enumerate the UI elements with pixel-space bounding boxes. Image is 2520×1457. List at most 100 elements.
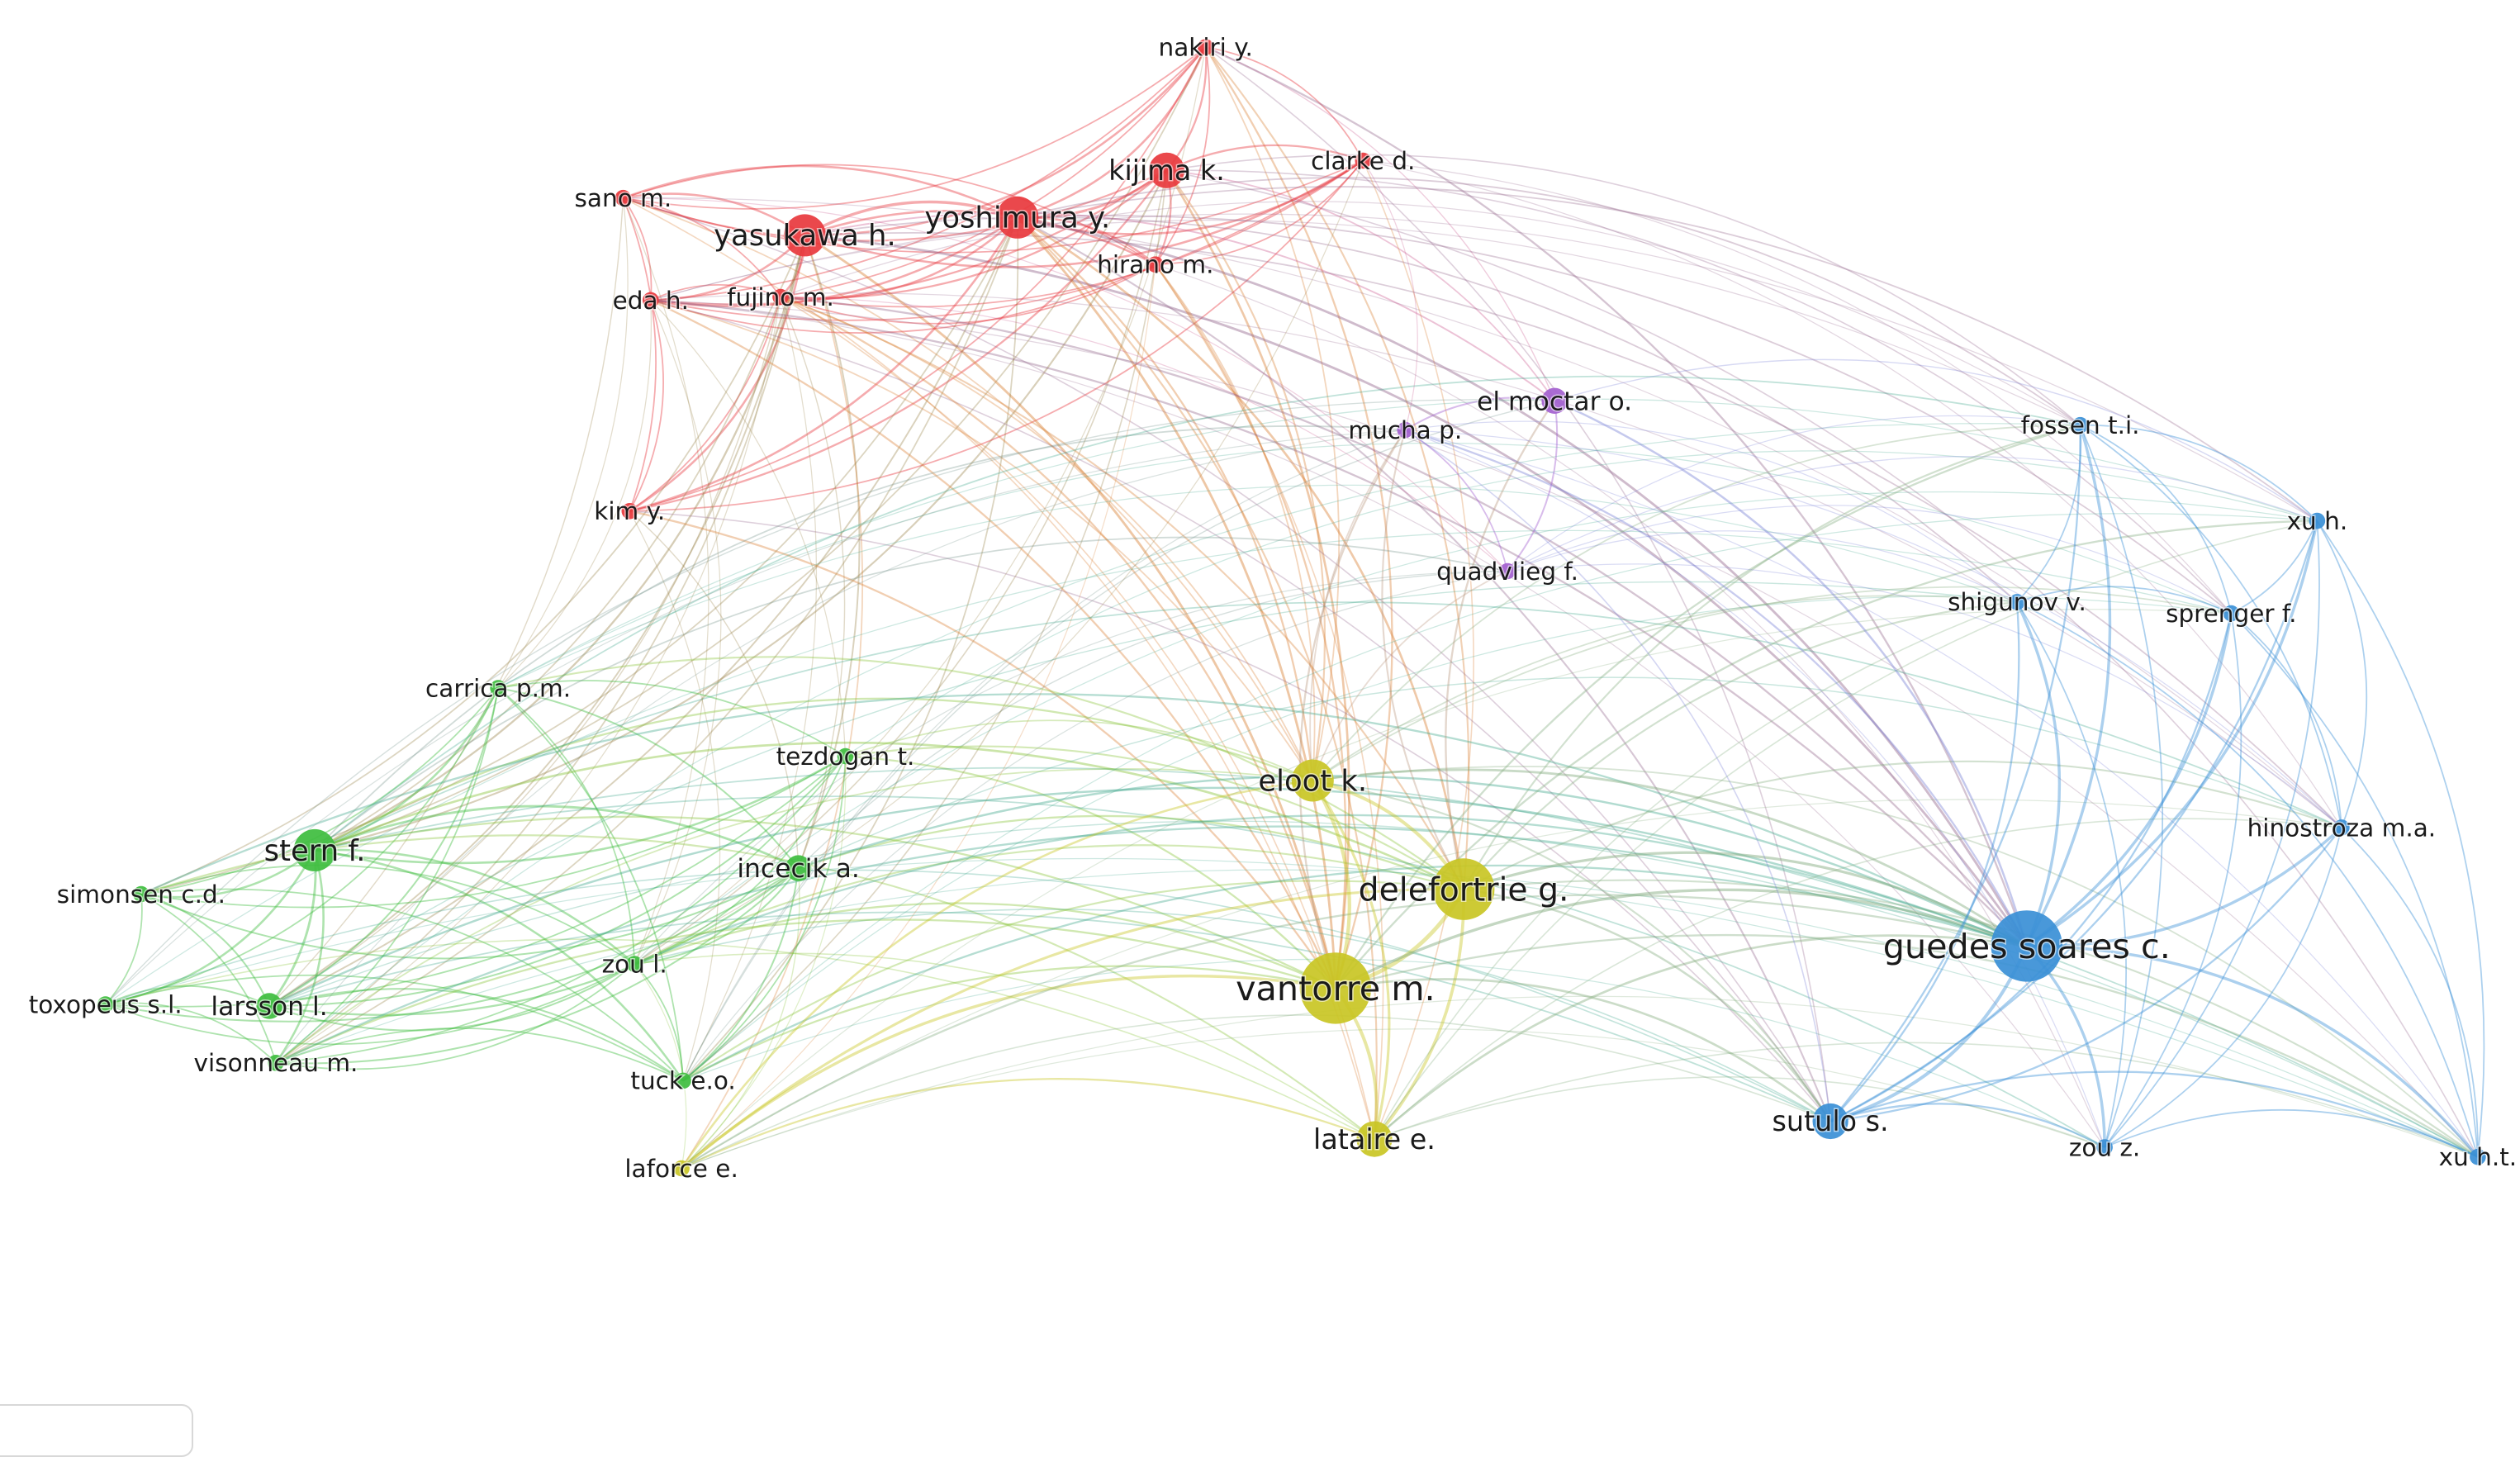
- link-nakiri-yasukawa: [804, 46, 1207, 237]
- node-sano[interactable]: [615, 189, 632, 206]
- node-laforce[interactable]: [673, 1160, 690, 1177]
- link-stern-delefortrie: [314, 741, 1464, 890]
- link-sano-zoul: [622, 197, 709, 965]
- node-label-delefortrie: delefortrie g.: [1359, 871, 1569, 909]
- link-stern-xuht: [314, 766, 2479, 1158]
- link-zoul-larsson: [268, 963, 635, 1032]
- link-clarke-lataire: [1362, 160, 1474, 1140]
- node-fujino[interactable]: [772, 288, 789, 306]
- node-toxopeus[interactable]: [97, 996, 114, 1013]
- link-simonsen-visonneau: [140, 893, 277, 1064]
- node-shigunov[interactable]: [2009, 594, 2025, 610]
- node-clarke[interactable]: [1355, 152, 1372, 169]
- link-zoul-guedes: [634, 814, 2028, 966]
- node-label-zoul: zou l.: [602, 950, 667, 978]
- node-label-fossen: fossen t.i.: [2021, 411, 2140, 439]
- link-sprenger-xuht: [2230, 612, 2479, 1157]
- link-toxopeus-mucha: [105, 429, 1406, 1005]
- node-label-vantorre: vantorre m.: [1236, 969, 1436, 1009]
- link-nakiri-zoul: [634, 46, 1207, 965]
- link-clarke-eda: [650, 159, 1364, 321]
- node-sutulo[interactable]: [1812, 1103, 1848, 1140]
- link-mucha-xuht: [1405, 429, 2479, 1158]
- link-stern-fossen: [314, 375, 2081, 852]
- link-simonsen-guedes: [140, 693, 2028, 947]
- node-eloot[interactable]: [1291, 759, 1334, 802]
- link-fossen-guedes: [2025, 425, 2112, 947]
- link-hirano-laforce: [681, 264, 1156, 1169]
- node-sprenger[interactable]: [2223, 605, 2240, 622]
- node-zouz[interactable]: [2096, 1139, 2113, 1156]
- link-stern-simonsen: [140, 849, 316, 899]
- node-simonsen[interactable]: [133, 885, 149, 903]
- link-zoul-vantorre: [634, 902, 1336, 990]
- node-tezdogan[interactable]: [837, 747, 854, 765]
- node-stern[interactable]: [293, 828, 336, 871]
- node-mucha[interactable]: [1397, 421, 1414, 439]
- node-kijima[interactable]: [1148, 152, 1185, 188]
- link-yoshimura-fujino: [780, 216, 1018, 301]
- network-nodes[interactable]: [97, 39, 2486, 1177]
- node-label-lataire: lataire e.: [1313, 1123, 1436, 1156]
- link-sano-fujino: [623, 197, 781, 298]
- link-eda-sutulo: [650, 299, 1831, 1122]
- link-eda-vantorre: [650, 299, 1336, 989]
- link-delefortrie-shigunov: [1463, 600, 2018, 890]
- node-delefortrie[interactable]: [1432, 858, 1495, 920]
- node-label-sprenger: sprenger f.: [2166, 600, 2296, 628]
- node-visonneau[interactable]: [268, 1055, 284, 1071]
- node-quadvlieg[interactable]: [1499, 562, 1516, 580]
- link-stern-eloot: [314, 697, 1313, 852]
- node-lataire[interactable]: [1356, 1121, 1393, 1157]
- node-xuht[interactable]: [2470, 1148, 2486, 1165]
- node-elmoctar[interactable]: [1541, 387, 1568, 414]
- node-hinostroza[interactable]: [2333, 819, 2350, 836]
- node-hirano[interactable]: [1147, 256, 1164, 273]
- link-carrica-stern: [314, 687, 500, 852]
- link-carrica-shigunov: [497, 484, 2018, 689]
- link-sprenger-zouz: [2104, 613, 2242, 1148]
- link-nakiri-elmoctar: [1205, 46, 1555, 401]
- link-tuck-mucha: [682, 430, 1406, 1081]
- network-links: [105, 45, 2485, 1170]
- node-guedes[interactable]: [1991, 910, 2062, 982]
- node-label-nakiri: nakiri y.: [1159, 33, 1253, 61]
- node-vantorre[interactable]: [1299, 952, 1372, 1024]
- node-label-tezdogan: tezdogan t.: [776, 743, 915, 771]
- link-clarke-hinostroza: [1363, 159, 2342, 828]
- node-yasukawa[interactable]: [783, 214, 826, 257]
- link-vantorre-sutulo: [1335, 978, 1831, 1122]
- node-larsson[interactable]: [256, 993, 282, 1019]
- node-eda[interactable]: [643, 292, 659, 309]
- link-lataire-xuht: [1374, 1042, 2479, 1158]
- link-sano-hinostroza: [623, 197, 2342, 828]
- link-yoshimura-eloot: [1017, 216, 1314, 781]
- node-fossen[interactable]: [2072, 416, 2089, 434]
- node-label-tuck: tuck e.o.: [630, 1067, 735, 1095]
- node-incecik[interactable]: [785, 855, 812, 881]
- link-clarke-yoshimura: [1017, 159, 1364, 235]
- node-kim[interactable]: [621, 503, 638, 520]
- link-incecik-tuck: [682, 867, 800, 1082]
- link-laforce-guedes: [681, 894, 2028, 1170]
- node-nakiri[interactable]: [1197, 39, 1214, 55]
- link-delefortrie-guedes: [1463, 851, 2028, 947]
- link-sano-yoshimura: [622, 164, 1018, 219]
- link-zoul-sutulo: [634, 909, 1831, 1122]
- node-label-hirano: hirano m.: [1097, 251, 1213, 279]
- link-incecik-delefortrie: [798, 814, 1464, 890]
- node-tuck[interactable]: [675, 1072, 691, 1089]
- node-zoul[interactable]: [626, 956, 643, 972]
- panel-toggle-tab[interactable]: [0, 1404, 193, 1457]
- node-label-sano: sano m.: [575, 184, 672, 212]
- node-xuh[interactable]: [2309, 512, 2326, 529]
- node-carrica[interactable]: [490, 680, 506, 696]
- link-visonneau-eloot: [275, 768, 1313, 1064]
- node-label-eda: eda h.: [613, 287, 689, 315]
- node-yoshimura[interactable]: [996, 196, 1039, 239]
- link-incecik-laforce: [681, 868, 800, 1170]
- link-stern-incecik: [314, 804, 800, 870]
- link-hirano-vantorre: [1154, 263, 1347, 989]
